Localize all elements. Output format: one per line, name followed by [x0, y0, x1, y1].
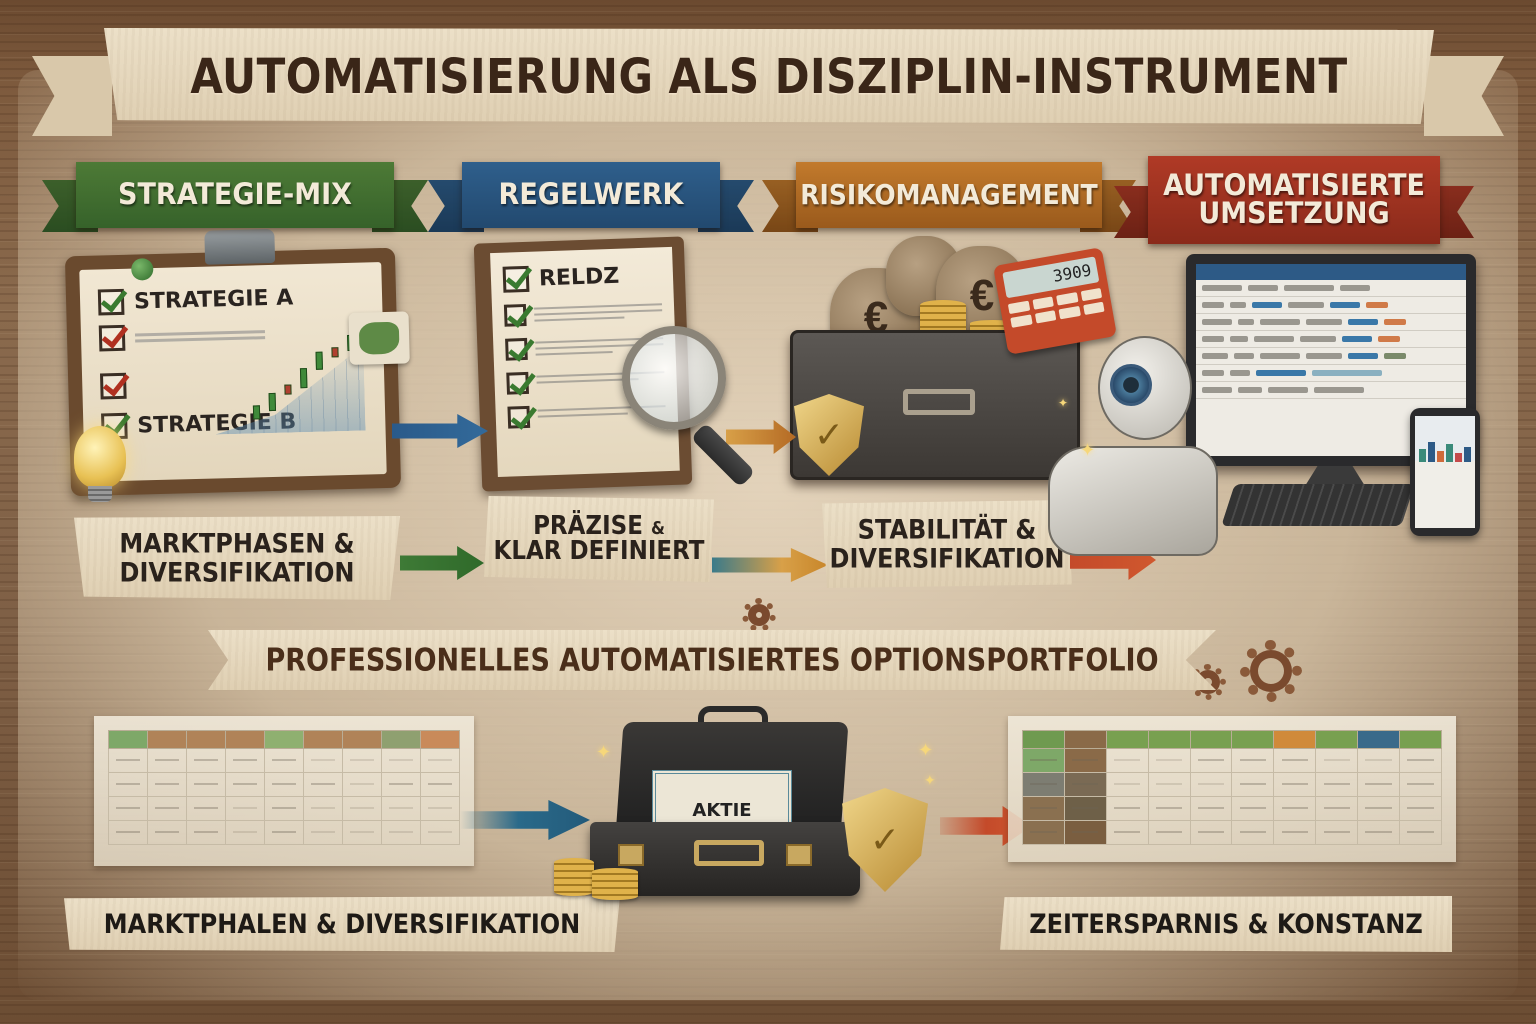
candle-icon — [284, 384, 292, 395]
table-header-row — [1022, 730, 1442, 749]
candle-icon — [331, 347, 339, 358]
page-title: AUTOMATISIERUNG ALS DISZIPLIN-INSTRUMENT — [190, 47, 1348, 105]
caption-line1: PRÄZISE & — [533, 511, 665, 541]
checklist-item — [98, 319, 366, 352]
ribbon-band: STRATEGIE-MIX — [76, 162, 394, 228]
briefcase-latch — [618, 844, 644, 866]
clipboard-clip-icon — [204, 228, 276, 265]
clipboard-sheet: STRATEGIE A STRATEGIE B — [79, 262, 410, 482]
checklist-item: STRATEGIE A — [97, 283, 365, 316]
screen-header-bar — [1196, 264, 1466, 280]
ribbon-label: RISIKOMANAGEMENT — [800, 178, 1098, 211]
candle-icon — [299, 368, 308, 389]
smartphone-icon — [1410, 408, 1480, 536]
robot-icon — [1098, 336, 1192, 440]
ribbon-band: REGELWERK — [462, 162, 720, 228]
table-header-row — [108, 730, 460, 749]
table-row — [1022, 748, 1442, 773]
ribbon-label: REGELWERK — [498, 177, 684, 212]
caption-text: ZEITERSPARNIS & KONSTANZ — [1029, 908, 1423, 940]
caption-line2: KLAR DEFINIERT — [493, 536, 705, 566]
sparkle-icon: ✦ — [1058, 396, 1069, 410]
table-row — [1022, 772, 1442, 797]
coin-stack-icon — [554, 858, 594, 896]
checkbox-checked-icon — [97, 288, 125, 316]
ribbon-strategie-mix: STRATEGIE-MIX — [42, 162, 428, 232]
table-row — [108, 820, 460, 845]
ribbon-band: RISIKOMANAGEMENT — [796, 162, 1102, 228]
light-bulb-icon — [74, 426, 126, 502]
checkbox-checked-icon — [507, 405, 531, 429]
rule-item — [503, 299, 663, 327]
text-placeholder — [134, 327, 266, 345]
portfolio-banner-text: PROFESSIONELLES AUTOMATISIERTES OPTIONSP… — [265, 642, 1159, 678]
sparkle-icon: ✦ — [1080, 440, 1096, 460]
table-row — [108, 796, 460, 821]
checkbox-checked-icon — [503, 303, 527, 327]
candle-icon — [315, 351, 323, 370]
table-row — [108, 772, 460, 797]
puzzle-piece-icon — [348, 311, 410, 365]
caption-text: MARKTPHALEN & DIVERSIFIKATION — [103, 908, 581, 940]
gear-icon — [1240, 640, 1302, 702]
keyboard-icon — [1221, 484, 1415, 526]
caption-marktphasen: MARKTPHASEN & DIVERSIFIKATION — [74, 516, 400, 600]
gear-icon — [742, 598, 776, 632]
ribbon-regelwerk: REGELWERK — [428, 162, 754, 232]
sparkle-icon: ✦ — [924, 772, 936, 788]
coin-stack-icon — [592, 868, 638, 900]
table-row — [1022, 820, 1442, 845]
checkbox-checked-icon — [506, 371, 530, 395]
caption-bottom-right: ZEITERSPARNIS & KONSTANZ — [1000, 896, 1452, 952]
candle-icon — [252, 405, 261, 420]
briefcase-handle — [698, 706, 768, 728]
ribbon-label-line2: UMSETZUNG — [1198, 196, 1390, 231]
case-handle — [903, 389, 975, 415]
briefcase-front-handle — [694, 840, 764, 866]
ribbon-band: AUTOMATISIERTE UMSETZUNG — [1148, 156, 1440, 244]
caption-text: STABILITÄT & DIVERSIFIKATION — [829, 513, 1065, 575]
table-row — [1022, 796, 1442, 821]
caption-praezise: PRÄZISE & KLAR DEFINIERT — [484, 496, 714, 582]
ribbon-risikomanagement: RISIKOMANAGEMENT — [762, 162, 1136, 232]
sparkle-icon: ✦ — [596, 742, 612, 762]
ribbon-label: STRATEGIE-MIX — [118, 177, 352, 212]
strategy-label: STRATEGIE A — [133, 284, 294, 315]
caption-text: MARKTPHASEN & DIVERSIFIKATION — [119, 527, 355, 589]
portfolio-banner: PROFESSIONELLES AUTOMATISIERTES OPTIONSP… — [208, 630, 1216, 690]
candle-icon — [268, 392, 277, 412]
sparkle-icon: ✦ — [918, 740, 934, 760]
rulebook-heading: RELDZ — [538, 263, 620, 291]
magnifying-glass-icon — [622, 326, 726, 430]
ribbon-label-line1: AUTOMATISIERTE — [1163, 168, 1425, 203]
data-table — [1022, 730, 1442, 845]
portfolio-table-right — [1008, 716, 1456, 862]
checkbox-checked-icon — [502, 265, 530, 293]
portfolio-table-left — [94, 716, 474, 866]
data-table — [108, 730, 460, 845]
briefcase-icon: AKTIE — [590, 706, 870, 896]
smartphone-screen — [1415, 416, 1475, 528]
certificate-label: AKTIE — [692, 799, 752, 821]
robot-body-icon — [1048, 446, 1218, 556]
caption-bottom-left: MARKTPHALEN & DIVERSIFIKATION — [64, 896, 620, 952]
smartphone-bar-chart — [1419, 440, 1471, 462]
briefcase-latch — [786, 844, 812, 866]
title-banner: AUTOMATISIERUNG ALS DISZIPLIN-INSTRUMENT — [104, 28, 1434, 124]
checkbox-checked-icon — [505, 337, 528, 361]
ribbon-automatisierte-umsetzung: AUTOMATISIERTE UMSETZUNG — [1114, 156, 1474, 244]
checkbox-checked-icon — [99, 372, 127, 400]
robot-eye — [1110, 364, 1152, 406]
table-row — [108, 748, 460, 773]
rulebook-heading-row: RELDZ — [502, 261, 662, 293]
checkbox-checked-icon — [98, 324, 126, 352]
calculator-icon: 3909 — [993, 247, 1117, 355]
caption-stabilitaet: STABILITÄT & DIVERSIFIKATION — [822, 500, 1072, 588]
